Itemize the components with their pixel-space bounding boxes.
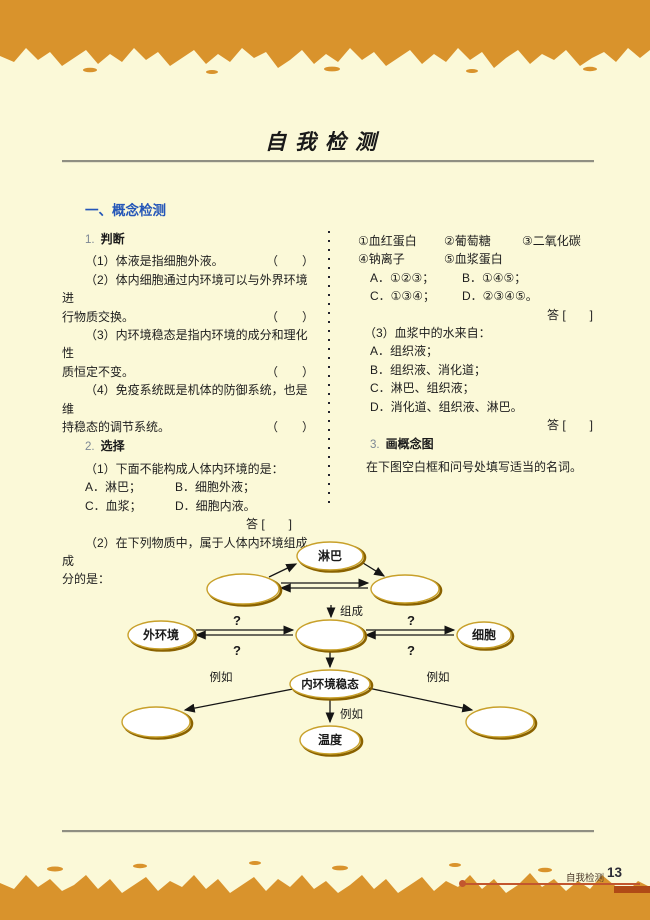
q2-sub3-option-c: C．淋巴、组织液；	[370, 381, 475, 396]
q2-sub1-answer: 答 [ ]	[245, 517, 292, 532]
footer-dot	[459, 880, 466, 887]
edge-label-compose: 组成	[340, 604, 363, 618]
section-heading: 一、概念检测	[85, 203, 166, 218]
arrow-to-lymph	[268, 563, 298, 578]
bottom-divider	[62, 830, 594, 833]
torn-paper-edge-top	[0, 0, 650, 74]
q2-heading: 2.选择	[85, 439, 125, 454]
q2-sub3-answer: 答 [ ]	[546, 418, 593, 433]
concept-nodes	[121, 541, 538, 757]
footer-accent-bar	[614, 886, 650, 893]
column-divider-dotted	[328, 231, 330, 503]
q2-sub2-answer: 答 [ ]	[546, 307, 593, 322]
edge-label-example-center: 例如	[340, 707, 363, 721]
q3-number: 3.	[370, 439, 380, 452]
node-label-cell: 细胞	[472, 627, 496, 642]
q2-sub2-options-row1: A．①②③；B．①④⑤；	[370, 270, 527, 285]
q1-item-2: （2）体内细胞通过内环境可以与外界环境进 （ ）行物质交换。	[62, 271, 314, 326]
node-blank-bottom-right	[465, 706, 535, 738]
q2-number: 2.	[85, 441, 95, 454]
page-title: 自我检测	[265, 129, 385, 154]
arrow-example-right	[367, 687, 474, 713]
node-blank-center	[295, 619, 365, 651]
node-label-lymph: 淋巴	[318, 548, 342, 563]
q2-sub3-stem: （3）血浆中的水来自：	[364, 326, 491, 341]
edge-label-question-1: ?	[233, 613, 241, 628]
node-label-homeostasis: 内环境稳态	[301, 677, 359, 691]
answer-paren: （ ）	[265, 254, 314, 269]
q2-sub3-option-b: B．组织液、消化道；	[370, 362, 487, 377]
node-lymph	[296, 541, 364, 571]
q1-item-1: （ ）（1）体液是指细胞外液。	[62, 252, 314, 270]
page-number: 13	[607, 865, 623, 880]
answer-paren: （ ）	[265, 364, 314, 379]
edge-label-question-2: ?	[233, 643, 241, 658]
answer-paren: （ ）	[265, 309, 314, 324]
q2-sub3-option-a: A．组织液；	[370, 344, 439, 359]
node-temperature	[299, 725, 361, 755]
node-external	[127, 620, 195, 650]
q1-item-4: （4）免疫系统既是机体的防御系统，也是维 （ ）持稳态的调节系统。	[62, 381, 314, 436]
arrow-example-left	[183, 688, 294, 713]
edge-label-example-right: 例如	[427, 670, 450, 684]
node-blank-right	[370, 574, 440, 604]
q1-heading: 1.判断	[85, 232, 125, 246]
q2-sub1-options-row1: A．淋巴；B．细胞外液；	[85, 480, 256, 495]
edge-label-example-left: 例如	[210, 670, 233, 684]
q2-sub1-options-row2: C．血浆；D．细胞内液。	[85, 498, 256, 513]
footer-rule	[464, 883, 640, 885]
node-blank-bottom-left	[121, 706, 191, 738]
q2-sub2-options-row2: C．①③④；D．②③④⑤。	[370, 289, 538, 304]
q2-sub2-stem: （2）在下列物质中，属于人体内环境组成成 分的是：	[62, 535, 308, 587]
q1-item-3: （3）内环境稳态是指内环境的成分和理化性 （ ）质恒定不变。	[62, 326, 314, 381]
node-label-external: 外环境	[143, 627, 179, 642]
node-cell	[456, 621, 512, 649]
q3-instruction: 在下图空白框和问号处填写适当的名词。	[366, 459, 583, 474]
concept-map-diagram: 淋巴 外环境 细胞 内环境稳态 温度 组成 ? ? ? ? 例如 例如 例如	[121, 541, 538, 757]
node-blank-left	[206, 573, 280, 605]
q2-sub3-option-d: D．消化道、组织液、淋巴。	[370, 399, 523, 414]
title-divider	[62, 160, 594, 163]
answer-paren: （ ）	[265, 420, 314, 435]
q3-heading: 3.画概念图	[370, 437, 434, 452]
edge-label-question-3: ?	[407, 613, 415, 628]
arrow-from-lymph	[362, 562, 386, 577]
left-column: 1.判断 （ ）（1）体液是指细胞外液。 （2）体内细胞通过内环境可以与外界环境…	[62, 229, 314, 589]
node-label-temperature: 温度	[318, 732, 343, 747]
footer-section-label: 自我检测	[566, 873, 605, 884]
q1-number: 1.	[85, 234, 95, 246]
node-homeostasis	[289, 669, 371, 699]
q2-sub1-stem: （1）下面不能构成人体内环境的是：	[85, 461, 284, 476]
edge-label-question-4: ?	[407, 643, 415, 658]
